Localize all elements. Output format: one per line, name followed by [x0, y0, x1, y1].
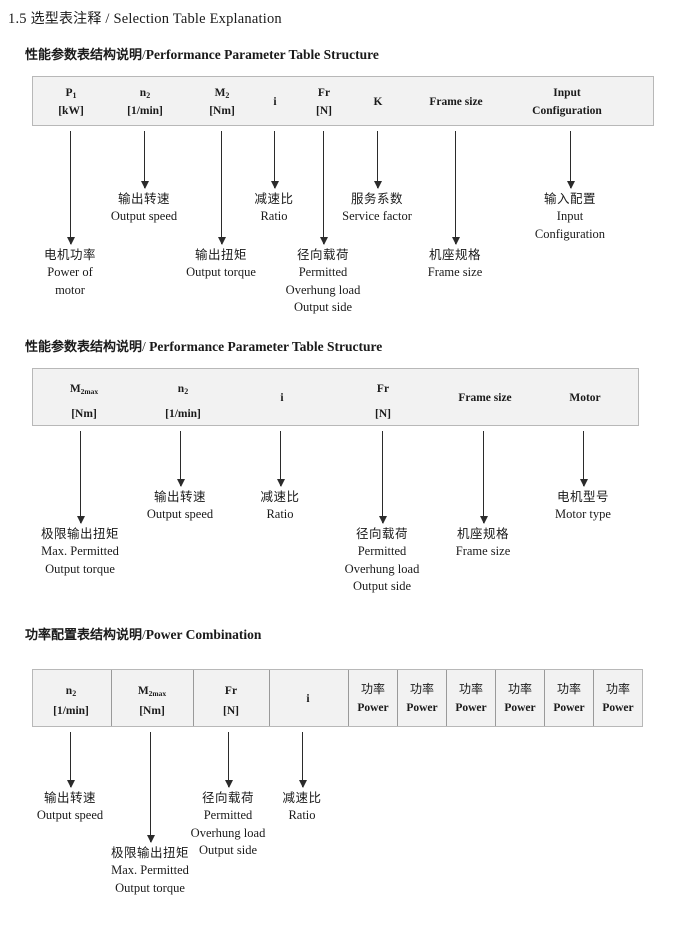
- header-cell-power-3: 功率 Power: [455, 682, 487, 715]
- header-cell-motor: Motor: [569, 392, 601, 404]
- arrow-permitted-overhung-load: [378, 431, 387, 524]
- block-heading-power-combination: 功率配置表结构说明/Power Combination: [25, 624, 261, 643]
- header-cell-frame-size: Frame size: [429, 96, 483, 108]
- section-separator: /: [105, 11, 110, 27]
- heading-en: Performance Parameter Table Structure: [149, 339, 383, 354]
- annotation-output-speed: 输出转速 Output speed: [110, 191, 178, 223]
- header-cell-input-configuration: Input Configuration: [532, 87, 602, 117]
- cell-divider: [348, 670, 349, 726]
- header-cell-n2: n2 [1/min]: [165, 383, 201, 421]
- heading-separator: /: [142, 339, 146, 354]
- header-cell-k: K: [373, 96, 383, 108]
- annotation-permitted-overhung-load: 径向载荷 Permitted Overhung load Output side: [344, 526, 420, 594]
- arrow-output-speed: [140, 131, 149, 189]
- annotation-max-permitted-output-torque: 极限输出扭矩 Max. Permitted Output torque: [40, 526, 120, 576]
- arrow-max-permitted-output-torque: [146, 732, 155, 843]
- header-cell-fr: Fr [N]: [375, 383, 391, 421]
- cell-divider: [193, 670, 194, 726]
- annotation-output-speed: 输出转速 Output speed: [36, 790, 104, 822]
- annotation-permitted-overhung-load: 径向载荷 Permitted Overhung load Output side: [190, 790, 266, 858]
- header-cell-power-1: 功率 Power: [357, 682, 389, 715]
- annotation-max-permitted-output-torque: 极限输出扭矩 Max. Permitted Output torque: [110, 845, 190, 895]
- arrow-frame-size: [479, 431, 488, 524]
- table-performance-parameter-1: P1 [kW] n2 [1/min] M2 [Nm] i Fr [N] K: [32, 76, 654, 126]
- annotation-output-torque: 输出扭矩 Output torque: [186, 247, 256, 279]
- heading-separator: /: [142, 47, 146, 62]
- cell-divider: [446, 670, 447, 726]
- annotation-ratio: 减速比 Ratio: [282, 790, 322, 822]
- header-cell-i: i: [273, 96, 277, 108]
- arrow-permitted-overhung-load: [319, 131, 328, 245]
- heading-cn: 性能参数表结构说明: [25, 48, 143, 63]
- arrow-output-speed: [66, 732, 75, 788]
- annotation-output-speed: 输出转速 Output speed: [146, 489, 214, 521]
- arrow-output-speed: [176, 431, 185, 487]
- arrow-permitted-overhung-load: [224, 732, 233, 788]
- arrow-ratio: [298, 732, 307, 788]
- header-cell-power-2: 功率 Power: [406, 682, 438, 715]
- header-cell-power-6: 功率 Power: [602, 682, 634, 715]
- header-cell-frame-size: Frame size: [458, 392, 512, 404]
- header-cell-p1: P1 [kW]: [58, 87, 84, 117]
- annotation-motor-type: 电机型号 Motor type: [555, 489, 611, 521]
- table-performance-parameter-2: M2max [Nm] n2 [1/min] i Fr [N] Frame siz…: [32, 368, 639, 426]
- cell-divider: [269, 670, 270, 726]
- arrow-ratio: [270, 131, 279, 189]
- arrow-output-torque: [217, 131, 226, 245]
- cell-divider: [593, 670, 594, 726]
- heading-en: Performance Parameter Table Structure: [145, 47, 379, 62]
- header-cell-fr: Fr [N]: [316, 87, 332, 117]
- heading-cn: 性能参数表结构说明: [25, 340, 143, 355]
- header-cell-power-4: 功率 Power: [504, 682, 536, 715]
- cell-divider: [495, 670, 496, 726]
- section-number: 1.5: [8, 11, 27, 27]
- arrow-max-permitted-output-torque: [76, 431, 85, 524]
- header-cell-power-5: 功率 Power: [553, 682, 585, 715]
- header-cell-m2: M2 [Nm]: [209, 87, 235, 117]
- header-cell-n2: n2 [1/min]: [53, 685, 89, 718]
- heading-separator: /: [142, 627, 146, 642]
- block-heading-performance-1: 性能参数表结构说明/Performance Parameter Table St…: [25, 44, 379, 63]
- annotation-permitted-overhung-load: 径向载荷 Permitted Overhung load Output side: [285, 247, 361, 315]
- arrow-motor-type: [579, 431, 588, 487]
- section-title-cn: 选型表注释: [30, 11, 102, 27]
- annotation-input-configuration: 输入配置 Input Configuration: [534, 191, 606, 241]
- arrow-service-factor: [373, 131, 382, 189]
- annotation-service-factor: 服务系数 Service factor: [342, 191, 412, 223]
- cell-divider: [397, 670, 398, 726]
- table-power-combination: n2 [1/min] M2max [Nm] Fr [N] i 功率 Power …: [32, 669, 643, 727]
- annotation-frame-size: 机座规格 Frame size: [427, 247, 483, 279]
- header-cell-m2max: M2max [Nm]: [69, 383, 99, 421]
- header-cell-m2max: M2max [Nm]: [137, 685, 167, 718]
- arrow-input-configuration: [566, 131, 575, 189]
- annotation-ratio: 减速比 Ratio: [254, 191, 294, 223]
- header-cell-n2: n2 [1/min]: [127, 87, 163, 117]
- header-cell-i: i: [306, 693, 310, 705]
- cell-divider: [111, 670, 112, 726]
- header-cell-fr: Fr [N]: [223, 685, 239, 718]
- heading-cn: 功率配置表结构说明: [25, 628, 143, 643]
- arrow-frame-size: [451, 131, 460, 245]
- annotation-ratio: 减速比 Ratio: [260, 489, 300, 521]
- block-heading-performance-2: 性能参数表结构说明/ Performance Parameter Table S…: [25, 336, 382, 355]
- section-title-en: Selection Table Explanation: [113, 11, 282, 27]
- annotation-frame-size: 机座规格 Frame size: [455, 526, 511, 558]
- arrow-power-of-motor: [66, 131, 75, 245]
- arrow-ratio: [276, 431, 285, 487]
- page-title: 1.5 选型表注释 / Selection Table Explanation: [8, 8, 282, 28]
- annotation-power-of-motor: 电机功率 Power of motor: [43, 247, 97, 297]
- cell-divider: [544, 670, 545, 726]
- header-cell-i: i: [280, 392, 284, 404]
- heading-en: Power Combination: [145, 627, 262, 642]
